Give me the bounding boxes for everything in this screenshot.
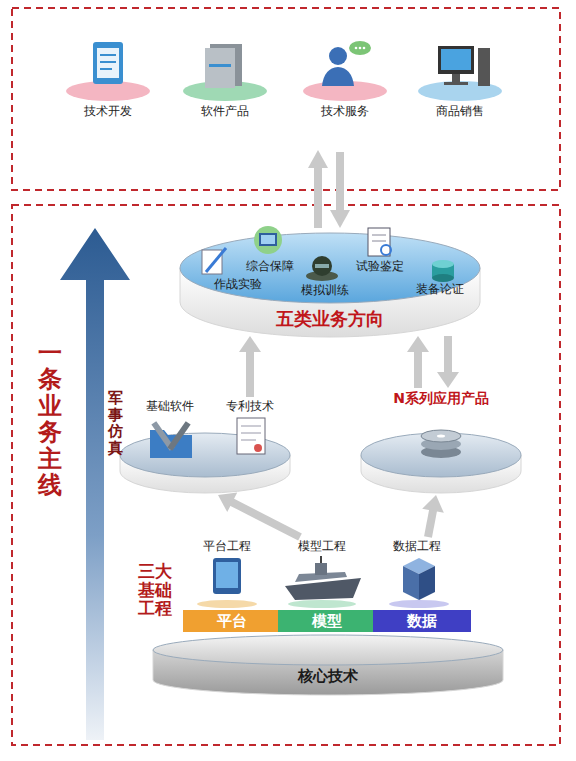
dashed-region — [12, 205, 560, 745]
icon-label: 技术服务 — [321, 104, 369, 118]
node-label: 五类业务方向 — [276, 308, 384, 330]
node-label: 基础软件 — [146, 399, 194, 413]
exchange-arrows — [308, 150, 350, 228]
engineering-block: 模型工程模型 — [278, 537, 376, 632]
block-label: 模型 — [278, 610, 376, 632]
node-label: 专利技术 — [226, 399, 274, 413]
arrow-head — [437, 372, 459, 388]
arrow-shaft — [414, 351, 422, 388]
icon-label: 软件产品 — [201, 104, 249, 118]
main-line-arrow — [60, 228, 130, 740]
arrow-head — [407, 336, 429, 352]
vertical-label: 三大基础工程 — [138, 562, 172, 618]
flow-arrow — [239, 336, 261, 397]
software-patent-disk: 基础软件 专利技术 — [118, 397, 294, 495]
product-disk: N系列应用产品 — [358, 388, 524, 495]
dashed-region — [12, 8, 560, 190]
icon-label: 模拟训练 — [301, 283, 349, 297]
icon-label: 技术开发 — [84, 104, 132, 118]
icon-label: 试验鉴定 — [356, 259, 404, 273]
tech-dev-icon — [66, 42, 150, 101]
node-label: 数据工程 — [393, 539, 441, 553]
icon-label: 综合保障 — [246, 259, 294, 273]
arrow-shaft — [444, 336, 452, 373]
node-label: 平台工程 — [203, 539, 251, 553]
arrow-shaft — [231, 502, 300, 537]
core-base-disk: 核心技术 — [150, 634, 506, 698]
icon-label: 装备论证 — [416, 282, 464, 296]
block-label: 数据 — [373, 610, 471, 632]
vertical-label: 一条业务主线 — [38, 340, 62, 498]
icon-label: 作战实验 — [214, 277, 262, 291]
arrow-head — [422, 495, 444, 513]
node-shape — [150, 634, 506, 698]
service-icon — [303, 41, 387, 101]
arrow-shaft — [428, 510, 433, 537]
node-label: N系列应用产品 — [393, 390, 489, 407]
sales-icon — [418, 46, 502, 101]
software-icon — [183, 44, 267, 101]
engineering-block: 平台工程平台 — [183, 537, 281, 632]
flow-arrow — [437, 336, 459, 388]
arrow-shaft — [246, 351, 254, 397]
node-label: 模型工程 — [298, 539, 346, 553]
vertical-label: 军事仿真 — [108, 390, 123, 456]
arrow-head — [218, 493, 237, 513]
flow-arrow — [422, 495, 444, 537]
block-label: 平台 — [183, 610, 281, 632]
flow-arrow — [407, 336, 429, 388]
icon-label: 商品销售 — [436, 104, 484, 118]
engineering-block: 数据工程数据 — [373, 537, 471, 632]
arrow-head — [239, 336, 261, 352]
node-label: 核心技术 — [298, 667, 358, 685]
flow-arrow — [218, 493, 300, 537]
